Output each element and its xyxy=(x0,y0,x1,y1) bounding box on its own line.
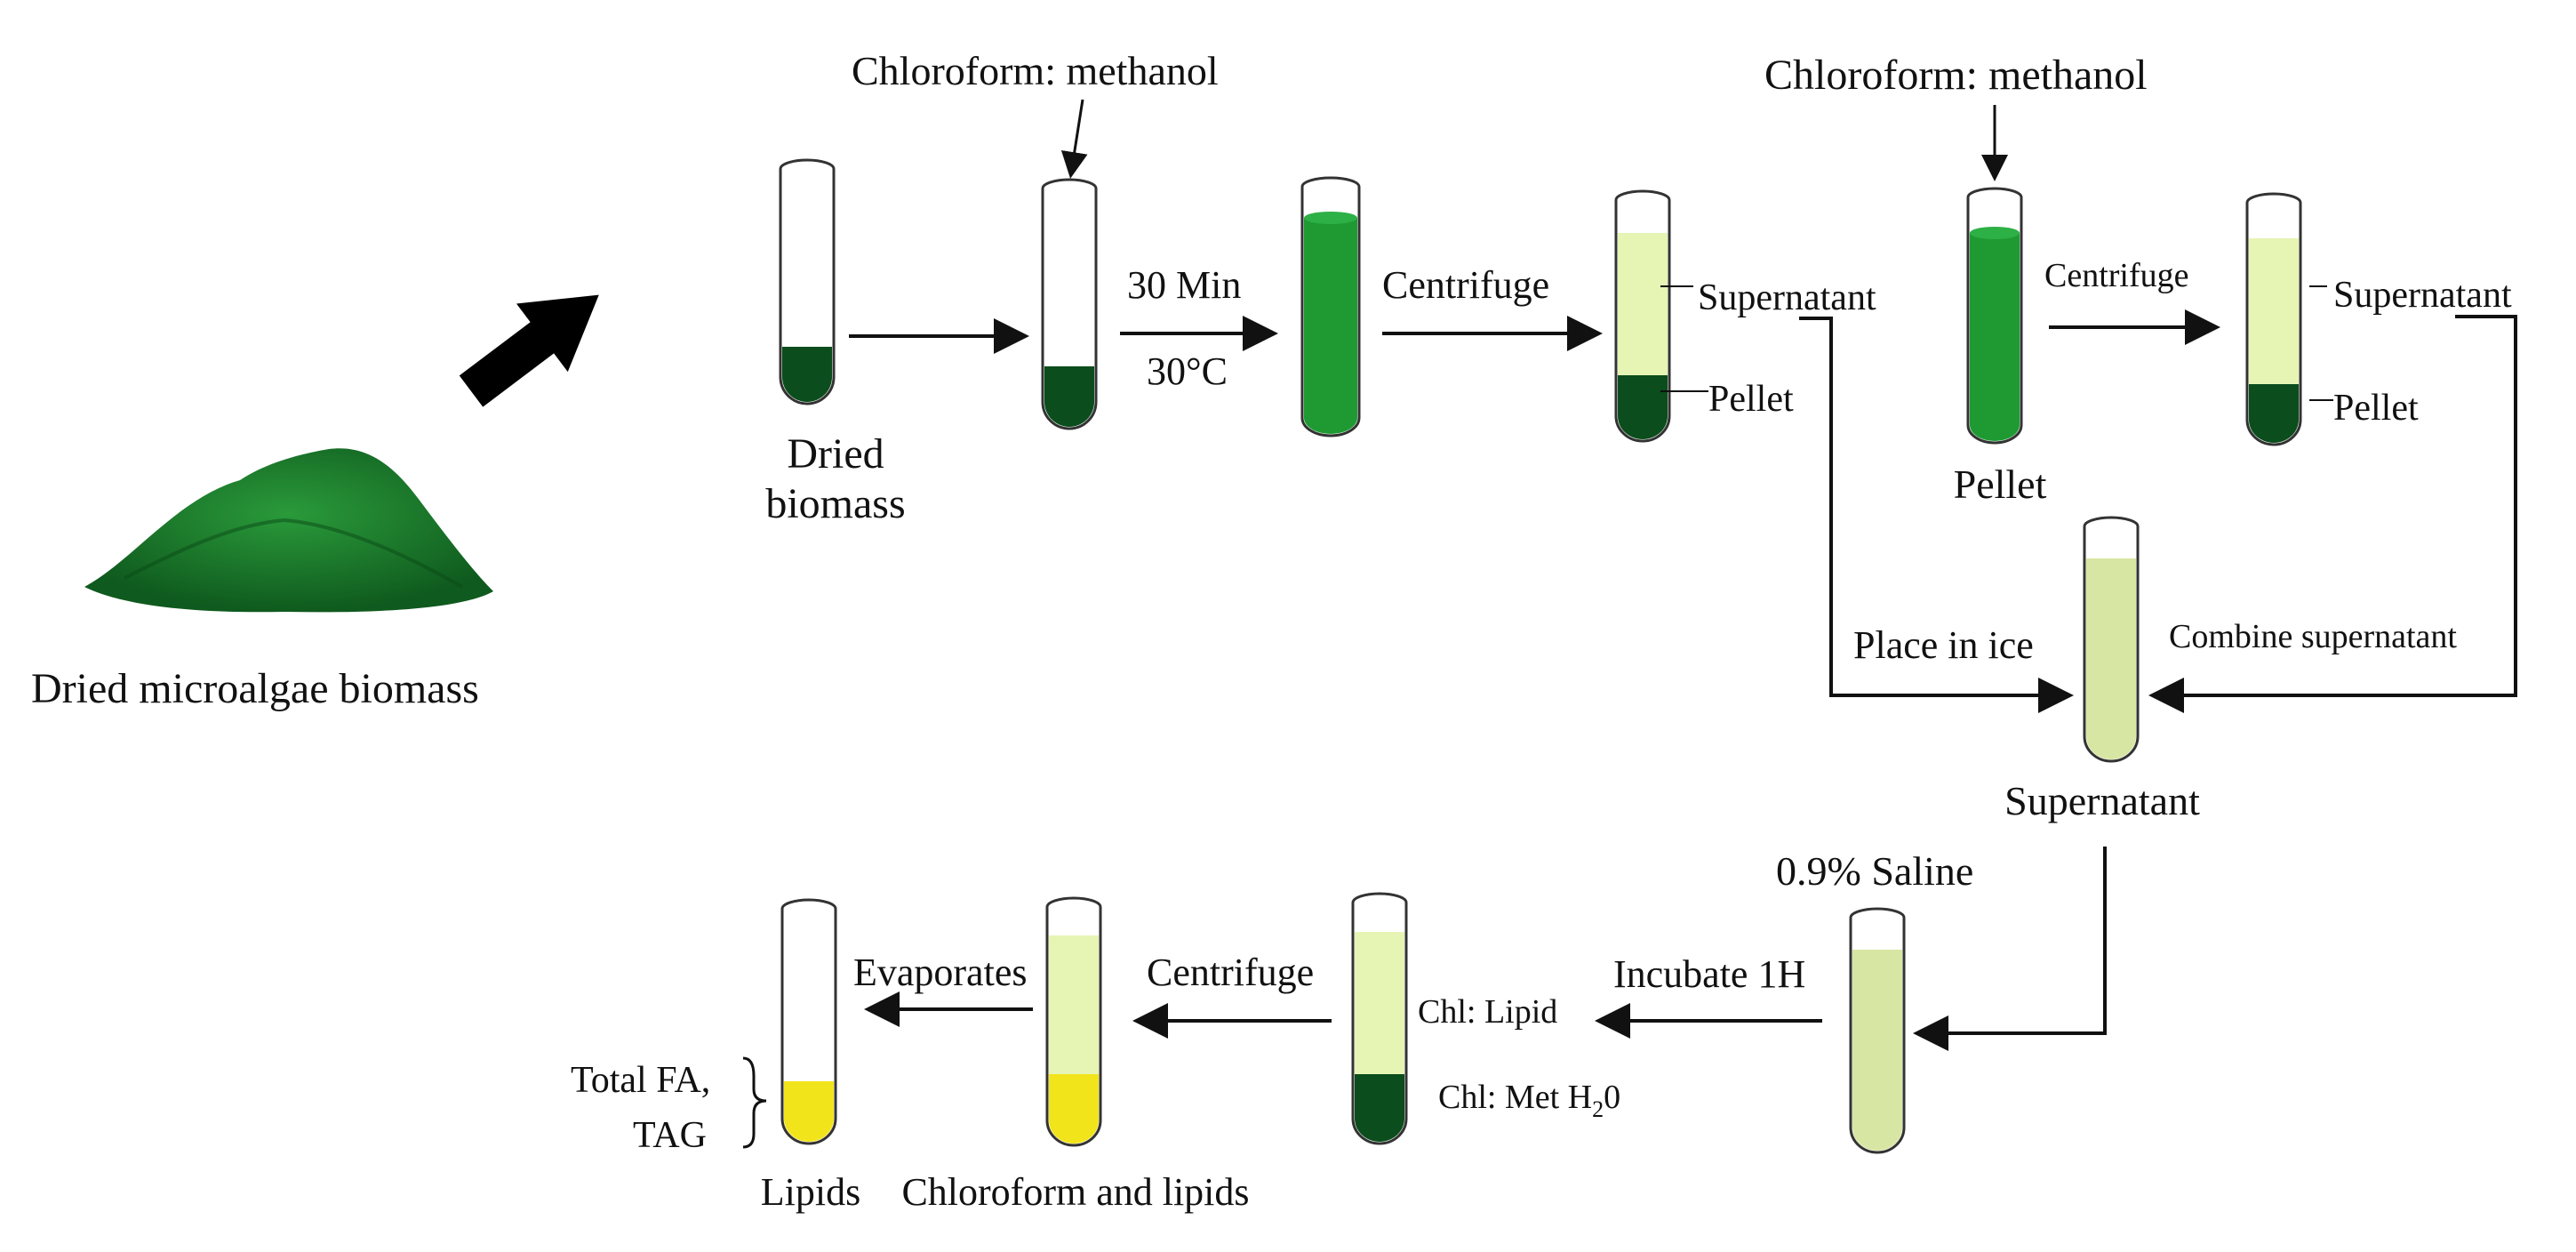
chloroform-lipids-label: Chloroform and lipids xyxy=(901,1170,1249,1214)
step-centrifuge-1: Centrifuge xyxy=(1382,263,1549,307)
tube1-label-line1: Dried xyxy=(787,430,884,478)
tag-label: TAG xyxy=(633,1115,707,1156)
powder-caption: Dried microalgae biomass xyxy=(31,665,479,712)
tube-lipids xyxy=(780,898,837,1145)
tube6-supernatant-label: Supernatant xyxy=(2333,275,2512,316)
tube-dried-biomass xyxy=(779,158,836,405)
lipids-label: Lipids xyxy=(761,1170,860,1214)
chl-met-main: Chl: Met H xyxy=(1438,1079,1592,1116)
tube-biomass-solvent xyxy=(1041,178,1098,430)
chl-met-subscript: 2 xyxy=(1592,1096,1604,1122)
reagent-2-label: Chloroform: methanol xyxy=(1764,52,2148,99)
incubation-temp: 30°C xyxy=(1147,349,1228,393)
step-centrifuge-2: Centrifuge xyxy=(2044,257,2189,294)
tube6-pellet-label: Pellet xyxy=(2333,388,2419,429)
tube-phase-separated xyxy=(1351,892,1408,1145)
tube-saline xyxy=(1849,907,1906,1154)
evaporates-label: Evaporates xyxy=(853,951,1027,994)
tube-centrifuged-1 xyxy=(1614,189,1671,443)
connector-supernatant-1 xyxy=(1799,317,2074,713)
total-fa-bracket xyxy=(742,1056,767,1149)
tube7-label: Supernatant xyxy=(2004,778,2200,823)
reagent-1-label: Chloroform: methanol xyxy=(852,48,1219,93)
connector-supernatant-2 xyxy=(2148,315,2517,713)
big-arrow-icon xyxy=(459,294,599,407)
saline-label: 0.9% Saline xyxy=(1776,848,1973,894)
reagent-1-arrow xyxy=(1060,99,1088,179)
tube-chloroform-lipids xyxy=(1045,896,1102,1147)
chl-met-end: 0 xyxy=(1604,1079,1620,1116)
tube4-supernatant-label: Supernatant xyxy=(1698,277,1876,318)
tube-centrifuged-2 xyxy=(2245,192,2302,446)
place-in-ice-label: Place in ice xyxy=(1853,623,2034,667)
dried-biomass-powder xyxy=(84,448,493,613)
chl-lipid-label: Chl: Lipid xyxy=(1418,993,1557,1031)
connector-to-saline xyxy=(1913,847,2107,1051)
total-fa-label: Total FA, xyxy=(571,1060,710,1101)
incubation-time: 30 Min xyxy=(1127,263,1241,307)
incubate-label: Incubate 1H xyxy=(1613,952,1805,996)
chl-met-label: Chl: Met H20 xyxy=(1438,1079,1620,1122)
tube4-pellet-label: Pellet xyxy=(1708,379,1794,420)
tube-mixed-green xyxy=(1300,176,1361,437)
step-centrifuge-3: Centrifuge xyxy=(1147,951,1314,994)
combine-supernatant-label: Combine supernatant xyxy=(2169,618,2457,655)
tube-pellet-resuspended xyxy=(1966,187,2023,445)
tube5-label: Pellet xyxy=(1954,461,2047,507)
tube1-label-line2: biomass xyxy=(765,480,905,527)
tube-combined-supernatant xyxy=(2083,516,2140,763)
